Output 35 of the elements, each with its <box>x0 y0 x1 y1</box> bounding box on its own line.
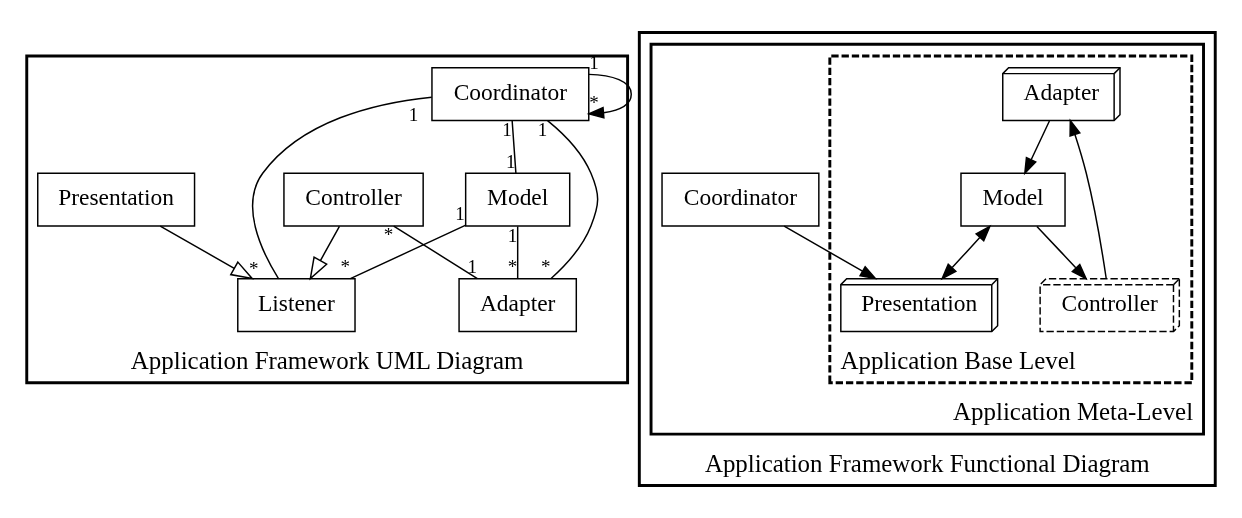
label: * <box>383 224 394 246</box>
label: 1 <box>589 52 599 74</box>
label: * <box>340 256 351 278</box>
label: 1 <box>467 256 478 278</box>
node-box: Coordinator <box>431 67 590 122</box>
arrow <box>586 73 632 119</box>
arrow <box>309 225 341 281</box>
label: * <box>589 91 599 113</box>
node-box: Listener <box>237 278 356 333</box>
label: 1 <box>507 224 518 246</box>
arrow <box>159 225 255 280</box>
connector <box>516 225 519 280</box>
node-box: Model <box>960 172 1066 227</box>
label: 1 <box>502 119 512 141</box>
node-box: Adapter <box>458 278 578 333</box>
label: 1 <box>408 104 419 126</box>
connector <box>546 119 599 280</box>
label: * <box>507 256 518 278</box>
node-box: Controller <box>283 172 424 227</box>
connector <box>392 225 479 280</box>
label: * <box>248 258 259 280</box>
connector <box>511 120 517 174</box>
connector <box>251 96 433 280</box>
arrow <box>1069 118 1107 280</box>
arrow <box>1023 120 1051 176</box>
arrow <box>940 224 992 281</box>
node-box: Model <box>464 172 571 227</box>
label: 1 <box>455 203 465 225</box>
arrow <box>1036 225 1088 281</box>
node-box: Coordinator <box>661 172 820 227</box>
label: 1 <box>506 150 516 172</box>
node-box: Presentation <box>37 172 196 227</box>
label: * <box>540 256 551 278</box>
arrow <box>783 225 878 280</box>
connector <box>349 224 466 280</box>
